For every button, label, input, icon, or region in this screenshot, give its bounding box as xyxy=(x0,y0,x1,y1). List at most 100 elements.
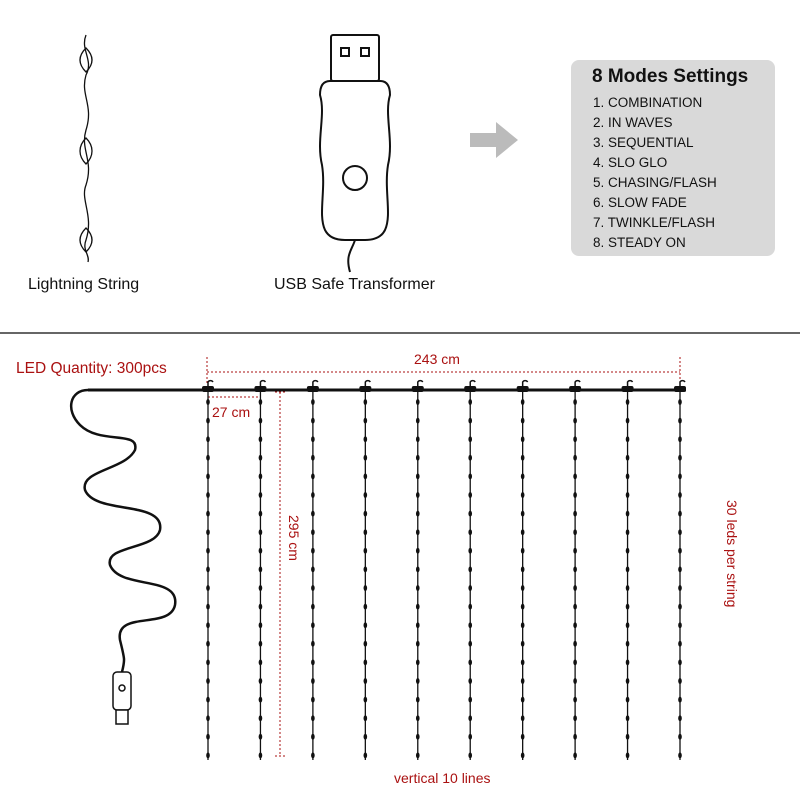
modes-list: 1. COMBINATION 2. IN WAVES 3. SEQUENTIAL… xyxy=(593,93,717,253)
power-cable xyxy=(69,388,205,673)
led-dot xyxy=(415,417,420,424)
led-dot xyxy=(311,454,315,461)
led-dot xyxy=(678,399,682,405)
led-dot xyxy=(468,492,473,498)
led-strand xyxy=(306,379,319,760)
led-dot xyxy=(678,696,682,703)
led-dot xyxy=(258,603,263,610)
led-dot xyxy=(206,603,210,610)
clip xyxy=(202,386,214,392)
clip xyxy=(621,386,634,392)
led-dot xyxy=(206,733,210,740)
led-dot xyxy=(206,510,210,517)
led-dot xyxy=(311,473,315,480)
led-dot xyxy=(573,752,577,759)
hook-icon xyxy=(469,379,476,390)
led-dot xyxy=(415,566,420,573)
led-dot xyxy=(468,585,473,591)
led-dot xyxy=(573,436,577,443)
led-dot xyxy=(520,640,525,647)
mode-item: 6. SLOW FADE xyxy=(593,195,687,210)
mode-item: 8. STEADY ON xyxy=(593,235,686,250)
led-dot xyxy=(363,659,368,666)
mode-item: 1. COMBINATION xyxy=(593,95,703,110)
clip xyxy=(254,386,267,392)
led-dot xyxy=(678,622,682,629)
led-dot xyxy=(258,510,263,517)
led-dot xyxy=(573,585,577,591)
led-dot xyxy=(625,547,630,554)
led-dot xyxy=(625,529,630,536)
height-dimension-label: 295 cm xyxy=(286,515,302,561)
led-dot xyxy=(206,436,210,443)
led-dot xyxy=(258,733,263,740)
led-dot xyxy=(363,399,368,405)
led-dot xyxy=(573,603,577,610)
led-dot xyxy=(311,510,315,517)
led-dot xyxy=(311,399,315,405)
leds-per-string-label: 30 leds per string xyxy=(724,500,740,608)
led-dot xyxy=(468,436,473,443)
led-dot xyxy=(311,492,315,498)
led-dot xyxy=(206,752,210,759)
led-dot xyxy=(468,678,473,684)
led-dot xyxy=(678,473,682,480)
led-dot xyxy=(258,454,263,461)
led-strand xyxy=(359,379,372,760)
led-dot xyxy=(311,436,315,443)
led-dot xyxy=(468,529,473,536)
led-dot xyxy=(468,733,473,740)
led-dot xyxy=(415,399,420,405)
led-dot xyxy=(573,715,577,722)
led-dot xyxy=(520,585,525,591)
led-dot xyxy=(678,585,682,591)
led-dot xyxy=(678,752,682,759)
led-dot xyxy=(678,436,682,443)
led-dot xyxy=(363,566,368,573)
led-dot xyxy=(520,696,525,703)
led-dot xyxy=(520,603,525,610)
led-dot xyxy=(311,752,315,759)
led-dot xyxy=(678,547,682,554)
mode-item: 7. TWINKLE/FLASH xyxy=(593,215,716,230)
mode-item: 5. CHASING/FLASH xyxy=(593,175,717,190)
led-dot xyxy=(363,529,368,536)
led-dot xyxy=(520,752,525,759)
led-dot xyxy=(520,473,525,480)
led-dot xyxy=(258,622,263,629)
led-dot xyxy=(258,547,263,554)
led-strand xyxy=(569,379,582,760)
led-dot xyxy=(311,603,315,610)
led-dot xyxy=(625,622,630,629)
led-dot xyxy=(415,733,420,740)
led-dot xyxy=(678,417,682,424)
led-dot xyxy=(625,603,630,610)
led-dot xyxy=(625,399,630,405)
led-dot xyxy=(625,492,630,498)
led-dot xyxy=(573,529,577,536)
led-dot xyxy=(363,622,368,629)
clip xyxy=(569,386,582,392)
led-dot xyxy=(573,566,577,573)
led-dot xyxy=(363,696,368,703)
width-dimension-label: 243 cm xyxy=(414,351,460,367)
led-dot xyxy=(468,715,473,722)
led-dot xyxy=(573,399,577,405)
hook-icon xyxy=(626,379,634,390)
arrow-right-icon xyxy=(470,122,518,158)
led-dot xyxy=(678,659,682,666)
led-dot xyxy=(468,566,473,573)
led-dot xyxy=(625,566,630,573)
mode-item: 4. SLO GLO xyxy=(593,155,668,170)
led-dot xyxy=(468,510,473,517)
led-dot xyxy=(573,473,577,480)
led-dot xyxy=(678,566,682,573)
clip xyxy=(516,386,529,392)
led-dot xyxy=(678,492,682,498)
led-dot xyxy=(258,417,263,424)
led-dot xyxy=(625,678,630,684)
led-dot xyxy=(415,678,420,684)
led-strand xyxy=(621,379,634,760)
led-dot xyxy=(363,678,368,684)
led-dot xyxy=(520,566,525,573)
